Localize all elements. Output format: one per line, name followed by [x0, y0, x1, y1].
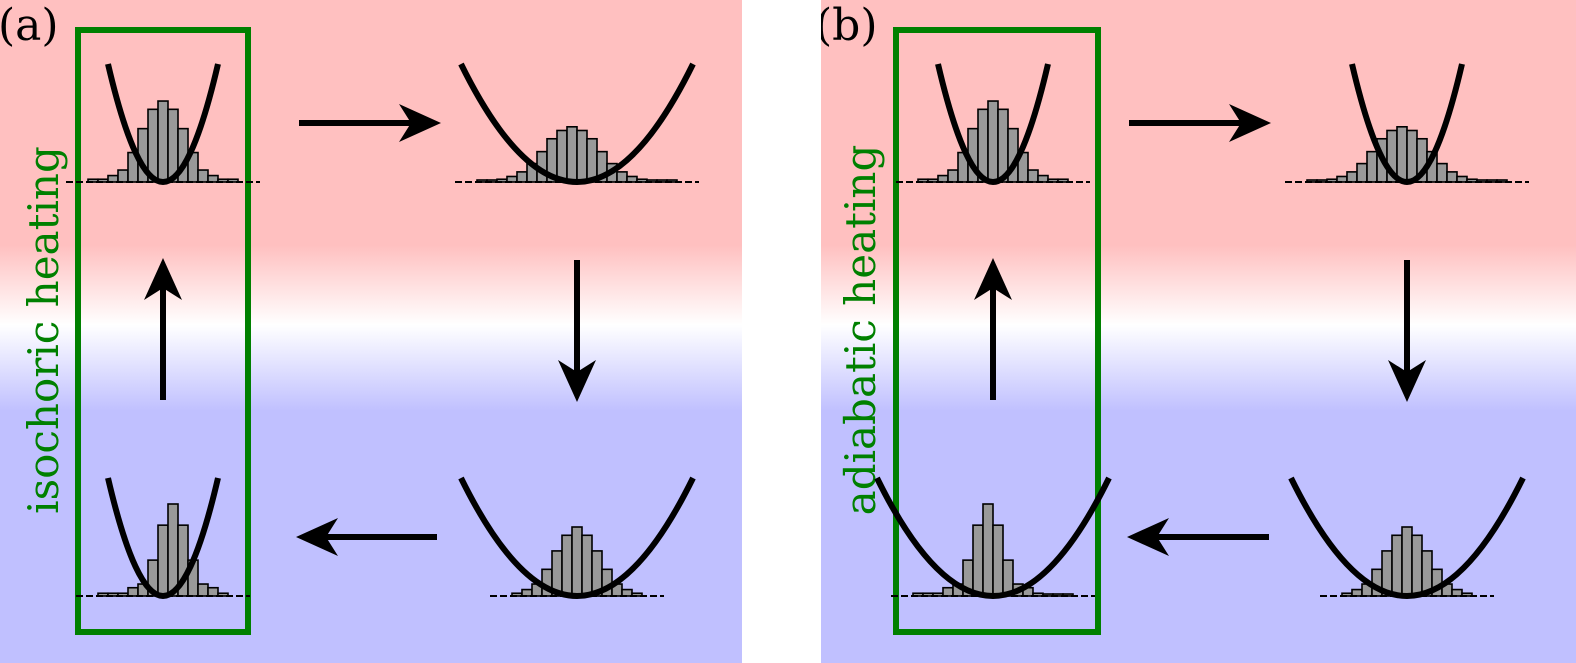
cycle-arrow-head: [144, 258, 182, 300]
histogram-bar: [987, 100, 999, 183]
trap-potential-curve: [1288, 476, 1526, 599]
trap-states: [874, 63, 1529, 599]
histogram-bar: [197, 583, 209, 597]
trap-state-bottom-left: [76, 477, 250, 599]
histogram-bar: [1406, 129, 1418, 183]
trap-potential-curve: [1349, 63, 1465, 185]
histogram-bar: [566, 126, 578, 183]
histogram-bar: [127, 586, 139, 597]
histogram-bar: [571, 526, 583, 597]
histogram-bar: [1027, 169, 1039, 183]
cycle-arrow-head: [1127, 518, 1169, 556]
histogram-bar: [1401, 526, 1413, 597]
trap-potential-curve: [458, 62, 696, 185]
histogram-bar: [516, 171, 528, 183]
cycle-arrows: [144, 104, 596, 556]
cycle-arrow-head: [558, 360, 596, 402]
cycle-arrow-head: [296, 518, 338, 556]
trap-potential-curve: [874, 476, 1112, 599]
histogram-bar: [586, 137, 598, 183]
trap-state-bottom-left: [874, 476, 1112, 599]
cycle-arrows: [974, 104, 1426, 556]
panel-label: (b): [821, 0, 878, 51]
cycle-arrow-head: [1229, 104, 1271, 142]
highlight-box: [75, 27, 251, 635]
histogram-bar: [616, 171, 628, 183]
panel-b-diagram: (b) adiabatic heating: [821, 0, 1576, 663]
trap-states: [66, 62, 699, 599]
cycle-arrow-head: [1388, 360, 1426, 402]
histogram-bar: [157, 100, 169, 183]
histogram-bar: [581, 534, 593, 597]
histogram-bar: [157, 524, 169, 597]
histogram-bar: [972, 524, 984, 597]
histogram-bar: [947, 169, 959, 183]
histogram-bar: [561, 534, 573, 597]
histogram-bar: [1436, 162, 1448, 183]
highlight-box: [893, 27, 1101, 635]
histogram-bar: [227, 178, 239, 183]
cycle-arrow-head: [974, 258, 1012, 300]
histogram-bar: [982, 503, 994, 597]
histogram-bar: [576, 129, 588, 183]
trap-state-top-left: [66, 63, 260, 185]
stroke-label: adiabatic heating: [836, 145, 885, 516]
panel-a: (a) isochoric heating: [0, 0, 742, 663]
histogram-bar: [1391, 534, 1403, 597]
stroke-label: isochoric heating: [19, 146, 68, 514]
histogram-bar: [1411, 534, 1423, 597]
histogram-bar: [207, 586, 219, 597]
temperature-background: [0, 0, 742, 663]
histogram-bar: [1366, 150, 1378, 183]
trap-potential-curve: [458, 476, 696, 599]
histogram-bar: [942, 586, 954, 597]
histogram-bar: [1446, 171, 1458, 183]
histogram-bar: [117, 169, 129, 183]
histogram-bar: [1346, 171, 1358, 183]
trap-state-bottom-right: [458, 476, 696, 599]
histogram-bar: [1356, 162, 1368, 183]
panel-label: (a): [0, 0, 59, 51]
histogram-bar: [197, 169, 209, 183]
histogram-bar: [992, 524, 1004, 597]
panel-b: (b) adiabatic heating: [821, 0, 1576, 663]
cycle-arrow-head: [399, 104, 441, 142]
trap-potential-curve: [105, 63, 221, 185]
histogram-bar: [556, 129, 568, 183]
panel-a-diagram: (a) isochoric heating: [0, 0, 742, 663]
trap-state-bottom-right: [1288, 476, 1526, 599]
trap-potential-curve: [935, 63, 1051, 185]
histogram-bar: [1057, 178, 1069, 183]
histogram-bar: [167, 503, 179, 597]
trap-state-top-right: [455, 62, 699, 185]
trap-state-top-left: [896, 63, 1090, 185]
histogram-bar: [1396, 126, 1408, 183]
trap-potential-curve: [105, 477, 221, 599]
trap-state-top-right: [1285, 63, 1529, 185]
